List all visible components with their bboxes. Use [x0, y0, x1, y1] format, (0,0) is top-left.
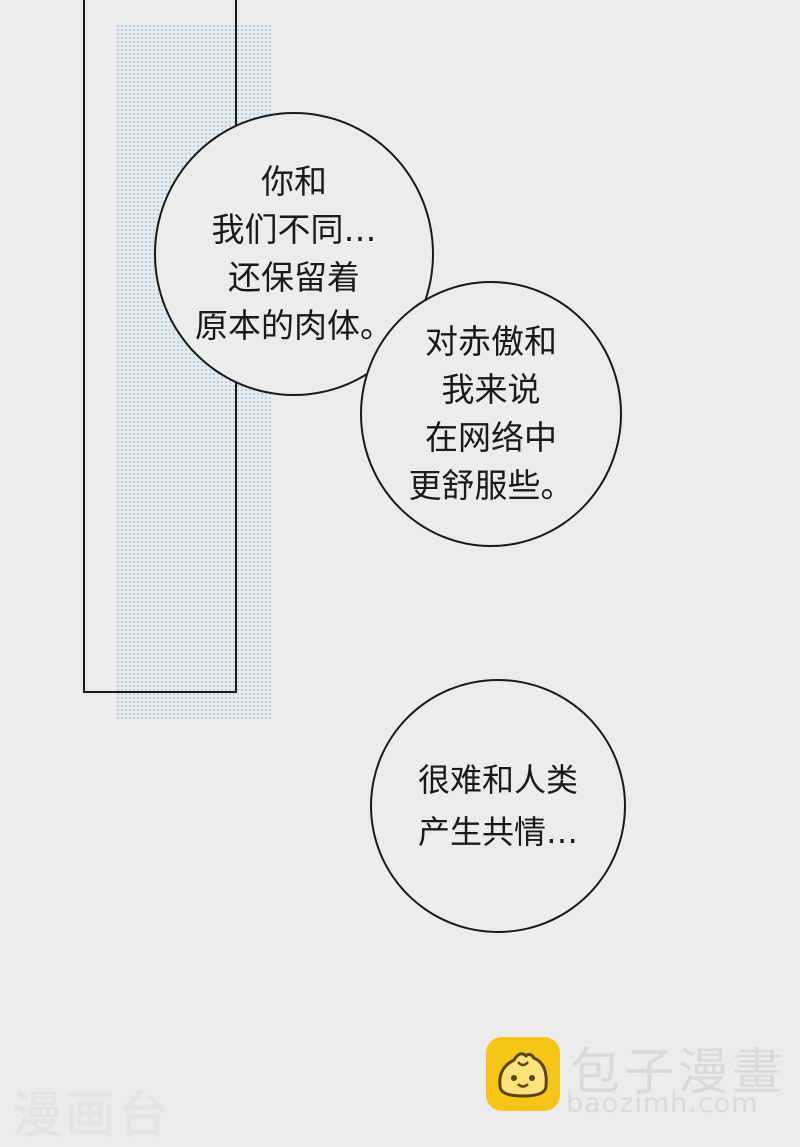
watermark-baozi-title: 包子漫畫: [570, 1043, 786, 1101]
bubble-1-line-1: 你和: [261, 162, 327, 201]
watermark-baozi-url: baozimh.com: [566, 1088, 759, 1119]
bubble-2-line-1: 对赤傲和: [425, 322, 557, 361]
bubble-2-line-4: 更舒服些。: [408, 466, 574, 505]
bubble-3-line-2: 产生共情…: [417, 813, 578, 851]
bun-face-svg: [498, 1052, 548, 1098]
bubble-2-line-2: 我来说: [441, 370, 541, 409]
bubble-2-line-3: 在网络中: [425, 418, 557, 457]
bun-face-icon: [486, 1037, 560, 1111]
bubble-1-line-2: 我们不同…: [211, 210, 377, 249]
watermark-manhuatai: 漫画台: [12, 1086, 171, 1144]
speech-bubble-2: 对赤傲和 我来说 在网络中 更舒服些。: [360, 281, 622, 547]
speech-bubble-3: 很难和人类 产生共情…: [370, 679, 626, 933]
bubble-1-line-4: 原本的肉体。: [195, 306, 393, 345]
bubble-3-line-1: 很难和人类: [417, 761, 578, 799]
bubble-1-line-3: 还保留着: [228, 258, 360, 297]
